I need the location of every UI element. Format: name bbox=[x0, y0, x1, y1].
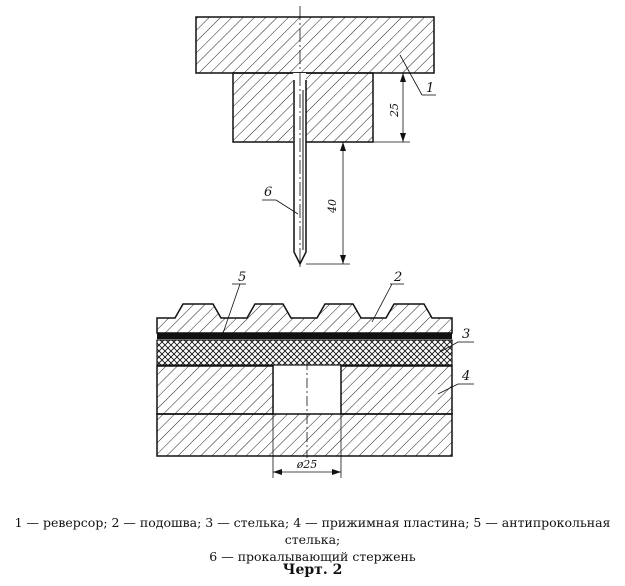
label-2: 2 bbox=[393, 270, 402, 285]
dim-d25-label: ø25 bbox=[296, 458, 318, 471]
label-6: 6 bbox=[264, 185, 272, 200]
leader-3 bbox=[439, 341, 459, 353]
label-3: 3 bbox=[462, 327, 470, 342]
leader-2 bbox=[371, 283, 393, 323]
leader-4 bbox=[437, 383, 459, 395]
legend-line-1: 1 — реверсор; 2 — подошва; 3 — стелька; … bbox=[14, 515, 611, 547]
dim-25-label: 25 bbox=[388, 103, 401, 118]
reversor-slab bbox=[195, 16, 435, 74]
sole bbox=[156, 303, 453, 334]
legend-line-2: 6 — прокалывающий стержень bbox=[209, 549, 416, 564]
pressure-plate-left bbox=[156, 365, 274, 415]
leader-5 bbox=[221, 283, 241, 337]
legend: 1 — реверсор; 2 — подошва; 3 — стелька; … bbox=[0, 514, 625, 565]
figure-caption: Черт. 2 bbox=[282, 562, 343, 578]
label-4: 4 bbox=[461, 369, 470, 384]
insole bbox=[156, 339, 453, 366]
base-slab bbox=[156, 413, 453, 457]
antipuncture-insole bbox=[157, 333, 452, 339]
label-1: 1 bbox=[426, 81, 434, 96]
leader-1 bbox=[399, 54, 423, 96]
label-5: 5 bbox=[238, 270, 246, 285]
leader-6 bbox=[275, 199, 299, 215]
dim-40-label: 40 bbox=[326, 199, 339, 214]
pressure-plate-right bbox=[340, 365, 453, 415]
